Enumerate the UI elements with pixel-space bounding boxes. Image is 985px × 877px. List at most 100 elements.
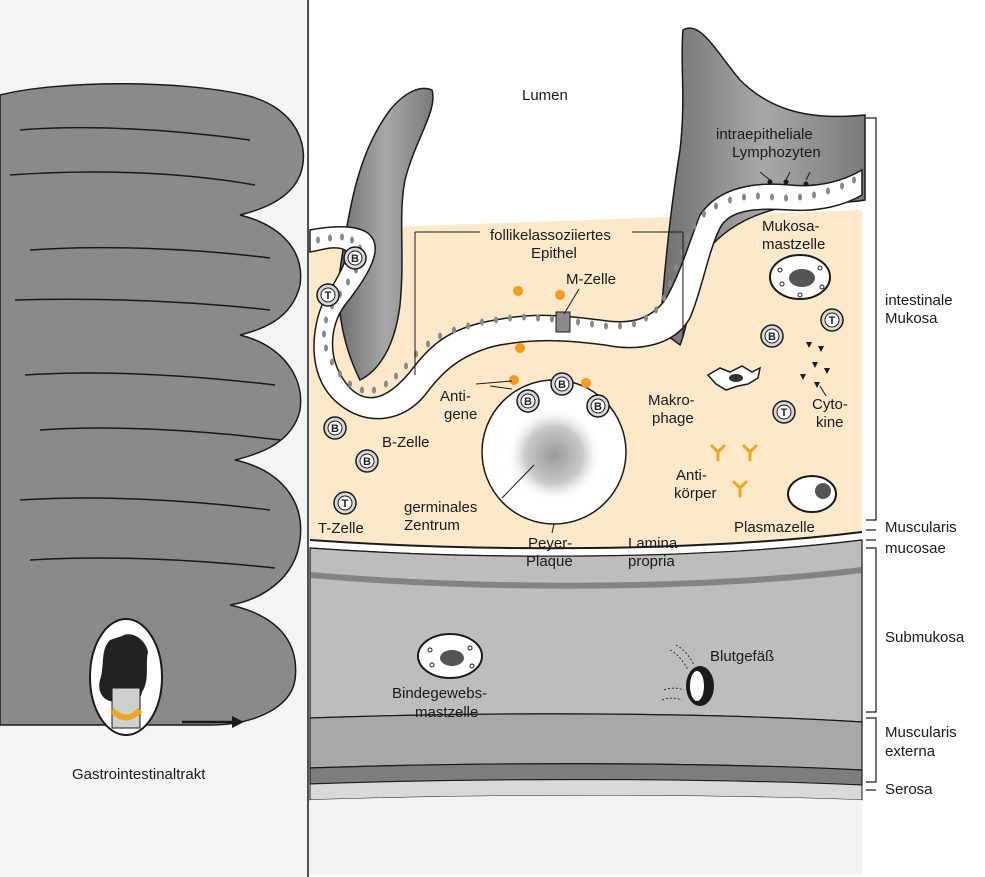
layer-mukosa-label-2: Mukosa bbox=[885, 310, 938, 327]
epithelial-cell-nucleus bbox=[702, 211, 706, 218]
layer-musc-externa-label-1: Muscularis bbox=[885, 724, 957, 741]
lamina-label-1: Lamina bbox=[628, 535, 678, 552]
epithelial-cell-nucleus bbox=[840, 183, 844, 190]
epithelial-cell-nucleus bbox=[324, 345, 328, 352]
b-cell-letter: B bbox=[331, 423, 339, 435]
epithelial-cell-nucleus bbox=[466, 323, 470, 330]
epithelial-cell-nucleus bbox=[798, 194, 802, 201]
epithelial-cell-nucleus bbox=[404, 363, 408, 370]
epithelial-cell-nucleus bbox=[714, 203, 718, 210]
epithelial-cell-nucleus bbox=[590, 321, 594, 328]
epithelial-cell-nucleus bbox=[852, 177, 856, 184]
epithelial-cell-nucleus bbox=[480, 319, 484, 326]
epithelial-cell-nucleus bbox=[452, 327, 456, 334]
antigene-label-1: Anti- bbox=[440, 388, 471, 405]
epithelial-cell-nucleus bbox=[668, 281, 672, 288]
epithelial-cell-nucleus bbox=[674, 265, 678, 272]
t-cell-letter: T bbox=[342, 498, 349, 510]
connective-mast-cell bbox=[418, 634, 482, 678]
epithelial-cell-nucleus bbox=[550, 316, 554, 323]
layer-musc-externa-label-2: externa bbox=[885, 743, 936, 760]
epithelial-cell-nucleus bbox=[384, 381, 388, 388]
makrophage-label-2: phage bbox=[652, 410, 694, 427]
epithelial-cell-nucleus bbox=[346, 279, 350, 286]
antigene-label-2: gene bbox=[444, 406, 477, 423]
b-cell-letter: B bbox=[351, 253, 359, 265]
mucosal-mast-label-1: Mukosa- bbox=[762, 218, 820, 235]
bindegewebs-label-1: Bindegewebs- bbox=[392, 685, 487, 702]
epithelial-cell-nucleus bbox=[348, 381, 352, 388]
epithelial-cell-nucleus bbox=[756, 193, 760, 200]
plasma-cell bbox=[788, 476, 836, 512]
epithelial-cell-nucleus bbox=[328, 235, 332, 242]
epithelial-cell-nucleus bbox=[576, 319, 580, 326]
epithelial-cell-nucleus bbox=[604, 323, 608, 330]
epithelial-cell-nucleus bbox=[322, 331, 326, 338]
makrophage-label-1: Makro- bbox=[648, 392, 695, 409]
antikoerper-label-2: körper bbox=[674, 485, 717, 502]
epithelial-cell-nucleus bbox=[742, 194, 746, 201]
epithelial-cell-nucleus bbox=[330, 359, 334, 366]
epithelial-cell-nucleus bbox=[692, 223, 696, 230]
t-cell-letter: T bbox=[781, 407, 788, 419]
epithelial-cell-nucleus bbox=[662, 295, 666, 302]
epithelial-cell-nucleus bbox=[644, 315, 648, 322]
follicle-epithel-label-2: Epithel bbox=[531, 245, 577, 262]
cytokine-label-2: kine bbox=[816, 414, 844, 431]
t-cell-letter: T bbox=[829, 315, 836, 327]
germinal-label-2: Zentrum bbox=[404, 517, 460, 534]
epithelial-cell-nucleus bbox=[770, 194, 774, 201]
germinal-center bbox=[506, 407, 602, 503]
epithelial-cell-nucleus bbox=[494, 317, 498, 324]
epithelial-cell-nucleus bbox=[338, 371, 342, 378]
peyer-label-1: Peyer- bbox=[528, 535, 572, 552]
b-cell-label: B-Zelle bbox=[382, 434, 430, 451]
cytokine-label-1: Cyto- bbox=[812, 396, 848, 413]
epithelial-cell-nucleus bbox=[438, 333, 442, 340]
epithelial-cell-nucleus bbox=[812, 192, 816, 199]
mucosal-mast-cell bbox=[770, 255, 830, 299]
gi-tract-overview bbox=[0, 84, 303, 735]
m-cell bbox=[556, 312, 570, 332]
iel-label-1: intraepitheliale bbox=[716, 126, 813, 143]
b-cell-letter: B bbox=[558, 379, 566, 391]
b-cell-letter: B bbox=[768, 331, 776, 343]
epithelial-cell-nucleus bbox=[654, 307, 658, 314]
t-cell-label: T-Zelle bbox=[318, 520, 364, 537]
epithelial-cell-nucleus bbox=[618, 323, 622, 330]
antikoerper-label-1: Anti- bbox=[676, 467, 707, 484]
peyer-label-2: Plaque bbox=[526, 553, 573, 570]
follicle-epithel-label-1: follikelassoziiertes bbox=[490, 227, 611, 244]
epithelial-cell-nucleus bbox=[350, 237, 354, 244]
blutgefaess-label: Blutgefäß bbox=[710, 648, 774, 665]
epithelial-cell-nucleus bbox=[728, 197, 732, 204]
bindegewebs-label-2: mastzelle bbox=[415, 704, 478, 721]
lumen-label: Lumen bbox=[522, 87, 568, 104]
m-cell-label: M-Zelle bbox=[566, 271, 616, 288]
layer-serosa-label: Serosa bbox=[885, 781, 933, 798]
gi-tract-label: Gastrointestinaltrakt bbox=[72, 766, 206, 783]
germinal-label-1: germinales bbox=[404, 499, 477, 516]
epithelial-cell-nucleus bbox=[686, 235, 690, 242]
epithelial-cell-nucleus bbox=[372, 387, 376, 394]
intestine-loops bbox=[0, 84, 303, 725]
epithelial-cell-nucleus bbox=[360, 387, 364, 394]
b-cell-letter: B bbox=[524, 396, 532, 408]
layer-submukosa-label: Submukosa bbox=[885, 629, 965, 646]
layer-musc-mucosae-label-1: Muscularis bbox=[885, 519, 957, 536]
epithelial-cell-nucleus bbox=[426, 341, 430, 348]
layer-musc-mucosae-label-2: mucosae bbox=[885, 540, 946, 557]
epithelial-cell-nucleus bbox=[340, 234, 344, 241]
epithelial-cell-nucleus bbox=[316, 237, 320, 244]
layer-mukosa-label-1: intestinale bbox=[885, 292, 953, 309]
epithelial-cell-nucleus bbox=[522, 314, 526, 321]
b-cell-letter: B bbox=[363, 456, 371, 468]
epithelial-cell-nucleus bbox=[394, 373, 398, 380]
epithelial-cell-nucleus bbox=[632, 321, 636, 328]
mucosal-mast-label-2: mastzelle bbox=[762, 236, 825, 253]
iel-label-2: Lymphozyten bbox=[732, 144, 821, 161]
epithelial-cell-nucleus bbox=[536, 315, 540, 322]
epithelial-cell-nucleus bbox=[784, 195, 788, 202]
